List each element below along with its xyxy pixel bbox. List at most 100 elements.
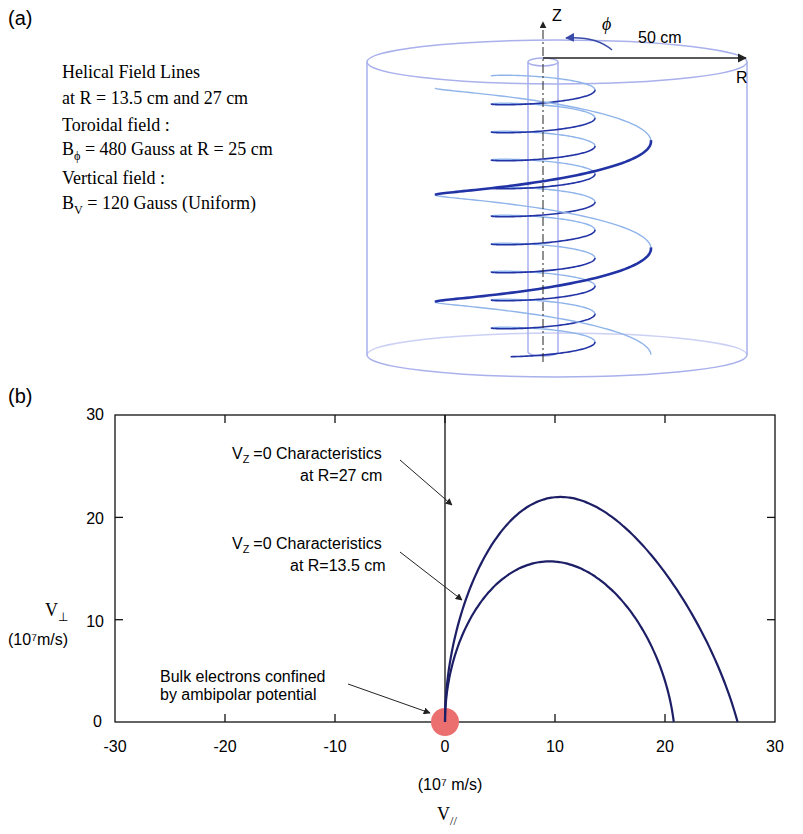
axis-unit: (10⁷ m/s) <box>418 776 482 793</box>
vessel-wall <box>366 62 368 355</box>
tick-mark <box>115 517 123 518</box>
center-post-wall <box>557 62 559 352</box>
z-axis <box>543 22 544 362</box>
axis-title-group: V⊥ <box>45 600 68 624</box>
legend-note-group: Bϕ = 480 Gauss at R = 25 cm <box>62 139 273 163</box>
legend-note-group: BV = 120 Gauss (Uniform) <box>62 193 256 217</box>
tick-label: 30 <box>86 406 104 423</box>
vessel-cylinder <box>367 40 747 377</box>
characteristic-curve <box>445 497 738 722</box>
vessel-wall <box>746 62 748 355</box>
legend-note: V <box>74 203 83 217</box>
tick-label: 20 <box>86 510 104 527</box>
axis-name-group: ϕ <box>602 14 611 35</box>
tick-label-group: 10 <box>86 613 104 631</box>
tick-mark <box>334 415 335 423</box>
dimension-label-group: 50 cm <box>638 29 682 47</box>
radius-arrow <box>543 57 746 58</box>
legend-note: at R = 13.5 cm and 27 cm <box>62 88 248 108</box>
legend-note-group: Vertical field : <box>62 168 165 189</box>
axis-name-group: Z <box>552 7 562 25</box>
tick-label: 10 <box>546 738 564 755</box>
tick-mark <box>334 714 335 722</box>
legend-note-group: at R = 13.5 cm and 27 cm <box>62 88 248 109</box>
vessel-top <box>367 40 747 84</box>
axis-title-group: V// <box>437 804 457 828</box>
callout-text-group: VZ=0 Characteristics <box>232 445 382 466</box>
tick-label: 10 <box>86 613 104 630</box>
tick-label-group: 20 <box>86 510 104 528</box>
axis-title: ⊥ <box>58 610 68 624</box>
axis-ticks <box>115 415 775 722</box>
phi-arrow <box>566 38 612 50</box>
callout-text: =0 Characteristics <box>253 535 382 552</box>
tick-label: 0 <box>441 738 450 755</box>
tick-label-group: -10 <box>323 738 346 756</box>
callout-text-group: at R=13.5 cm <box>290 557 386 575</box>
tick-mark <box>444 415 445 423</box>
axis-name: ϕ <box>602 14 611 34</box>
tick-label-group: 20 <box>656 738 674 756</box>
axis-title: V <box>437 804 450 824</box>
characteristic-curves <box>445 497 738 722</box>
callout-text: Bulk electrons confined by ambipolar pot… <box>160 668 325 703</box>
axis-unit-group: (10⁷m/s) <box>8 631 68 649</box>
tick-label-group: 10 <box>546 738 564 756</box>
tick-mark <box>224 714 225 722</box>
callout-text-group: Bulk electrons confined by ambipolar pot… <box>160 668 345 705</box>
tick-mark <box>767 619 775 620</box>
tick-label: 0 <box>93 713 102 730</box>
tick-label-group: -20 <box>213 738 236 756</box>
leader-line <box>348 684 430 713</box>
leader-line <box>400 460 452 505</box>
tick-mark <box>767 517 775 518</box>
panel-letter-group: (a) <box>8 7 32 30</box>
tick-label: -20 <box>213 738 236 755</box>
leader-lines <box>348 460 462 713</box>
tick-label: 20 <box>656 738 674 755</box>
callout-text: =0 Characteristics <box>253 445 382 462</box>
axis-unit: (10⁷m/s) <box>8 631 68 648</box>
callout-text: at R=13.5 cm <box>290 557 386 574</box>
characteristic-curve <box>445 561 674 722</box>
legend-note-group: Helical Field Lines <box>62 62 200 83</box>
leader-line <box>400 552 462 600</box>
axis-title: V <box>45 600 58 620</box>
dimension-label: 50 cm <box>638 29 682 46</box>
tick-mark <box>554 714 555 722</box>
legend-note: B <box>62 139 74 159</box>
legend-note: = 120 Gauss (Uniform) <box>87 193 256 213</box>
callout-text-group: VZ=0 Characteristics <box>232 535 382 556</box>
tick-mark <box>554 415 555 423</box>
tick-mark <box>115 619 123 620</box>
panel-letter: (b) <box>8 385 32 407</box>
tick-label: -10 <box>323 738 346 755</box>
callout-text: Z <box>243 453 250 465</box>
legend-note-group: Toroidal field : <box>62 115 170 136</box>
callout-text: Z <box>243 543 250 555</box>
tick-label-group: 0 <box>93 713 102 731</box>
tick-mark <box>664 714 665 722</box>
axis-name: Z <box>552 7 562 24</box>
tick-label-group: 30 <box>766 738 784 756</box>
helix-segment <box>511 342 595 357</box>
tick-mark <box>664 415 665 423</box>
axis-name-group: R <box>736 69 748 87</box>
legend-note: ϕ <box>74 149 80 163</box>
legend-note: B <box>62 193 74 213</box>
tick-label: 30 <box>766 738 784 755</box>
legend-note: = 480 Gauss at R = 25 cm <box>85 139 273 159</box>
tick-label-group: 30 <box>86 406 104 424</box>
axis-title: // <box>450 814 457 828</box>
zero-line <box>444 415 445 722</box>
callout-text: at R=27 cm <box>300 467 382 484</box>
callout-text: V <box>232 535 243 552</box>
callout-text: V <box>232 445 243 462</box>
legend-note: Helical Field Lines <box>62 62 200 82</box>
callout-text-group: at R=27 cm <box>300 467 382 485</box>
velocity-chart <box>115 415 775 722</box>
axis-name: R <box>736 69 748 86</box>
tick-label-group: 0 <box>441 738 450 756</box>
tick-mark <box>224 415 225 423</box>
